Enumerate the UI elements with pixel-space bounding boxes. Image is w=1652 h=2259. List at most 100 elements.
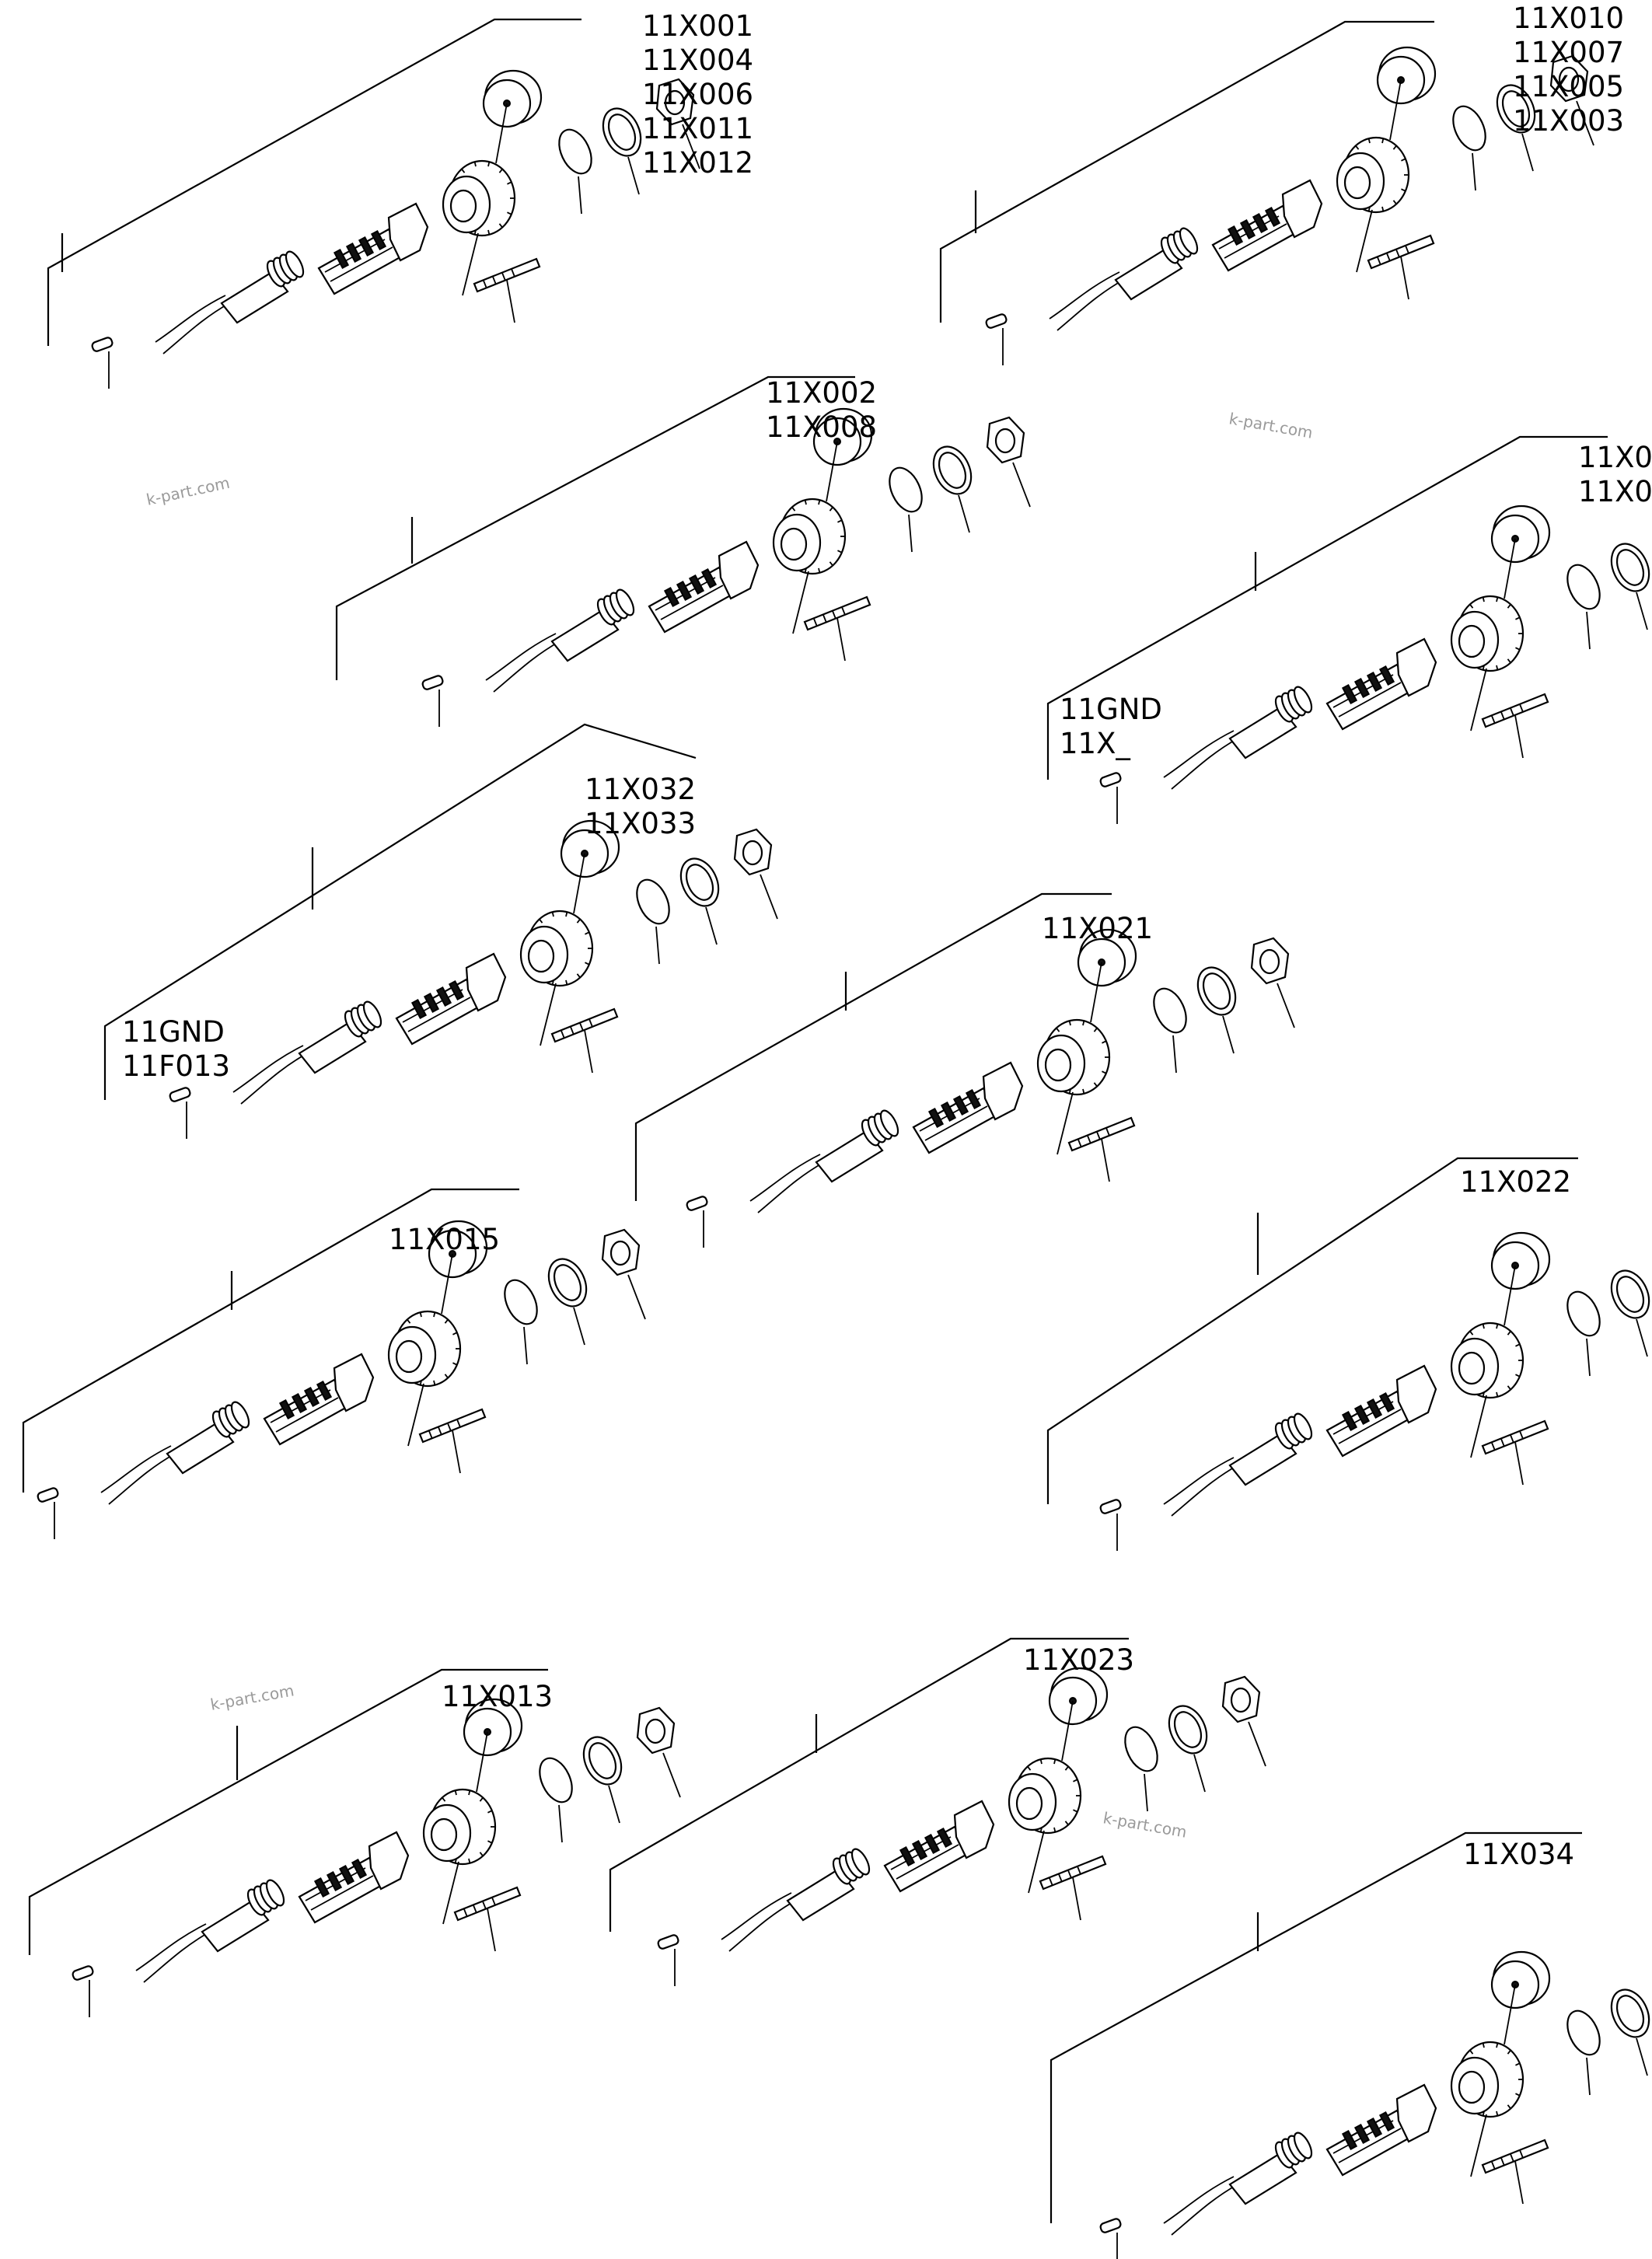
leader-line: [462, 232, 479, 296]
leader-line: [1586, 2057, 1591, 2096]
receptacle-bore: [1343, 166, 1371, 200]
o-ring: [1153, 987, 1187, 1034]
watermark: k-part.com: [1228, 409, 1314, 442]
pin-rib: [463, 1908, 468, 1918]
housing-slot: [1366, 2118, 1383, 2138]
washer: [1610, 543, 1650, 592]
washer-inner: [1501, 90, 1531, 127]
leader-line: [1389, 79, 1402, 141]
leader-line: [1636, 592, 1648, 630]
housing-slot: [899, 1846, 916, 1866]
pin-small: [169, 1087, 191, 1102]
knurl-line: [1401, 158, 1406, 162]
wire: [1049, 271, 1120, 319]
pin-rib: [492, 276, 497, 285]
housing-hex: [1395, 1364, 1437, 1424]
connector-group-g7: 11X015: [22, 1188, 646, 1539]
hex-nut-bore: [664, 89, 686, 116]
knurl-line: [1064, 1765, 1069, 1771]
housing-slot: [370, 230, 387, 250]
knurl-line: [1082, 1088, 1085, 1094]
group-frame-line: [335, 375, 855, 680]
leader-line: [1057, 1091, 1074, 1155]
housing-slot: [1239, 219, 1256, 239]
side-label: 11F013: [122, 1049, 230, 1083]
group-frame-line: [609, 1637, 1129, 1932]
contact-pin: [418, 1408, 487, 1444]
leader-line: [540, 983, 557, 1046]
wire: [1057, 279, 1124, 331]
seal-rib: [362, 1000, 382, 1028]
part-label: 11X032: [585, 773, 696, 806]
pin-rib: [1049, 1877, 1053, 1887]
housing-slot: [1378, 2111, 1395, 2132]
pin-rib: [1500, 711, 1505, 721]
pin-small: [72, 1965, 94, 1981]
knurl-line: [837, 519, 843, 523]
washer: [932, 445, 973, 495]
seal-rib: [1293, 1412, 1313, 1440]
knurl-line: [1053, 1759, 1057, 1765]
leader-line: [495, 103, 508, 164]
pin-rib: [1510, 707, 1514, 717]
seal-rib: [879, 1109, 899, 1137]
washer: [1610, 1988, 1650, 2038]
housing-slot: [911, 1840, 928, 1860]
knurl-line: [565, 912, 568, 917]
hex-nut: [986, 416, 1025, 464]
housing-hex: [368, 1831, 410, 1891]
leader-line: [608, 1785, 620, 1824]
wire: [240, 1053, 308, 1105]
knurl-line: [487, 1810, 493, 1814]
part-label: 11X021: [1042, 912, 1153, 945]
housing-slot: [1378, 665, 1395, 686]
pin-rib: [1491, 1442, 1496, 1451]
part-label: 11X004: [642, 44, 753, 77]
knurl-line: [539, 918, 543, 924]
wire: [1163, 1457, 1235, 1505]
pin-rib: [589, 1018, 593, 1028]
leader-line: [1514, 1441, 1524, 1486]
contact-pin: [473, 257, 541, 293]
pin-rib: [1510, 2153, 1514, 2163]
knurl-line: [1039, 1759, 1043, 1765]
pin-rib: [1500, 1438, 1505, 1447]
pin-rib: [1491, 2161, 1496, 2170]
housing-slot: [1353, 1405, 1371, 1425]
leader-line: [441, 1253, 453, 1315]
wire-seal: [201, 1899, 270, 1953]
pin-small: [1099, 1499, 1122, 1514]
housing-hex: [953, 1800, 995, 1859]
housing-hex: [982, 1061, 1024, 1121]
washer: [602, 107, 642, 157]
washer: [582, 1736, 623, 1786]
o-ring: [636, 878, 670, 925]
leader-line: [1356, 209, 1373, 273]
housing-slot: [303, 1387, 320, 1407]
knurl-line: [407, 1318, 411, 1324]
contact-pin: [1481, 2139, 1549, 2174]
pin-rib: [1500, 2157, 1505, 2166]
pin-small: [985, 313, 1008, 329]
group-frame-line: [939, 20, 1434, 323]
hex-nut: [1250, 937, 1290, 985]
hex-nut-bore: [609, 1240, 631, 1266]
knurl-line: [461, 168, 466, 173]
housing-slot: [1353, 678, 1371, 698]
wire: [721, 1892, 792, 1940]
contact-pin: [1481, 693, 1549, 728]
knurl-line: [1401, 188, 1406, 192]
part-label: 11X003: [1513, 104, 1624, 138]
knurl-line: [1469, 1330, 1474, 1335]
receptacle-bore: [1015, 1786, 1043, 1821]
seal-rib: [1179, 227, 1199, 255]
hex-nut-bore: [1259, 948, 1280, 975]
part-label: 11X022: [1460, 1165, 1571, 1199]
knurl-line: [487, 162, 491, 167]
receptacle-bore: [430, 1817, 458, 1852]
knurl-line: [804, 500, 807, 505]
housing-slot: [313, 1877, 330, 1898]
housing-hex: [1395, 637, 1437, 697]
knurl-line: [444, 1318, 449, 1324]
seal-rib: [1293, 686, 1313, 714]
